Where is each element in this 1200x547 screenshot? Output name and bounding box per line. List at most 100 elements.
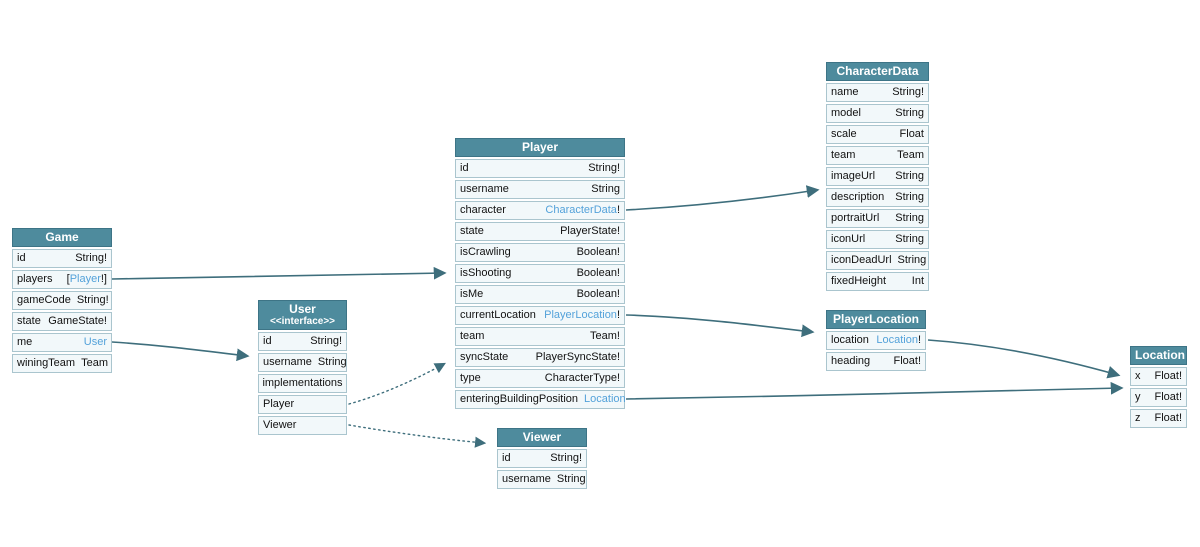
type-reference-link[interactable]: CharacterData [545, 204, 617, 216]
field-name: syncState [460, 351, 509, 363]
field-name: winingTeam [17, 357, 76, 369]
field-type: Float! [893, 355, 921, 367]
field-name: character [460, 204, 506, 216]
field-type[interactable]: PlayerLocation! [544, 309, 620, 321]
type-reference-link[interactable]: User [83, 336, 107, 348]
field-type[interactable]: Location! [876, 334, 921, 346]
type-node-header-playerLocation[interactable]: PlayerLocation [826, 310, 926, 329]
field-name: y [1135, 391, 1141, 403]
type-node-header-location[interactable]: Location [1130, 346, 1187, 365]
field-type[interactable]: Location [584, 391, 626, 408]
implementation-link[interactable]: Player [263, 398, 295, 410]
type-name: Player [521, 140, 559, 154]
field-type: Float! [1154, 391, 1182, 403]
field-name: iconUrl [831, 233, 866, 245]
type-node-header-player[interactable]: Player [455, 138, 625, 157]
field-type: String [591, 183, 620, 195]
type-reference-link[interactable]: Player [69, 273, 101, 285]
field-type: String! [75, 252, 107, 264]
field-type: String [895, 212, 924, 224]
field-type[interactable]: CharacterData! [545, 204, 620, 216]
edge-player-character-to-characterdata [625, 185, 820, 211]
field-name: description [831, 191, 885, 203]
field-name: location [831, 334, 869, 346]
type-node-playerLocation[interactable]: PlayerLocation location Location! heading Fl… [826, 310, 926, 371]
field-type: String! [550, 452, 582, 464]
field-name: currentLocation [460, 309, 536, 321]
type-node-header-game[interactable]: Game [12, 228, 112, 247]
field-row-viewer-id: id String! [497, 449, 587, 468]
field-name: x [1135, 370, 1141, 382]
field-name: username [460, 183, 509, 195]
field-row-game-players[interactable]: players[Player!] [12, 270, 112, 289]
field-row-player-currentLocation[interactable]: currentLocation PlayerLocation! [455, 306, 625, 325]
field-name: state [17, 315, 41, 327]
field-row-playerLocation-heading: heading Float! [826, 352, 926, 371]
field-type: String [317, 356, 347, 368]
field-type: String! [310, 335, 342, 347]
field-type: Float! [1154, 370, 1182, 382]
field-name: imageUrl [831, 170, 876, 182]
type-reference-link[interactable]: Location [584, 393, 626, 405]
edge-game-players-to-player [111, 266, 447, 280]
field-name: name [831, 86, 859, 98]
type-reference-link[interactable]: PlayerLocation [544, 309, 617, 321]
field-type[interactable]: [Player!] [66, 273, 107, 285]
type-node-header-viewer[interactable]: Viewer [497, 428, 587, 447]
field-name: id [263, 335, 272, 347]
field-type[interactable]: User [84, 334, 107, 351]
field-row-user-Player[interactable]: Player [258, 395, 347, 414]
field-name: state [460, 225, 484, 237]
type-name: Game [45, 230, 79, 244]
field-name: heading [831, 355, 871, 367]
implementation-link[interactable]: Viewer [263, 419, 297, 431]
type-node-header-user[interactable]: User<<interface>> [258, 300, 347, 330]
field-type: String [895, 170, 924, 182]
field-row-player-character[interactable]: character CharacterData! [455, 201, 625, 220]
edge-user-player-implementation [348, 362, 446, 405]
field-type: Boolean! [576, 288, 620, 300]
type-reference-link[interactable]: Location [876, 334, 918, 346]
field-type: String! [76, 294, 109, 306]
edge-playerlocation-location-to-location [927, 339, 1121, 379]
field-row-characterData-iconUrl: iconUrl String [826, 230, 929, 249]
field-row-user-Viewer[interactable]: Viewer [258, 416, 347, 435]
field-type: String [895, 233, 924, 245]
type-name: Viewer [522, 430, 562, 444]
field-name: scale [831, 128, 857, 140]
field-name: gameCode [17, 294, 71, 306]
field-type: PlayerSyncState! [535, 351, 620, 363]
field-name: id [502, 452, 511, 464]
field-type: CharacterType! [544, 372, 620, 384]
field-type: String [895, 191, 924, 203]
edge-game-me-to-user [111, 341, 250, 362]
field-row-playerLocation-location[interactable]: location Location! [826, 331, 926, 350]
type-name: PlayerLocation [832, 312, 920, 326]
field-name: team [831, 149, 856, 161]
field-name: isShooting [460, 267, 512, 279]
field-name: team [460, 330, 485, 342]
field-type: String! [588, 162, 620, 174]
field-type: Team [897, 149, 924, 161]
field-row-game-gameCode: gameCode String! [12, 291, 112, 310]
type-node-header-characterData[interactable]: CharacterData [826, 62, 929, 81]
type-name: Location [1135, 348, 1185, 362]
